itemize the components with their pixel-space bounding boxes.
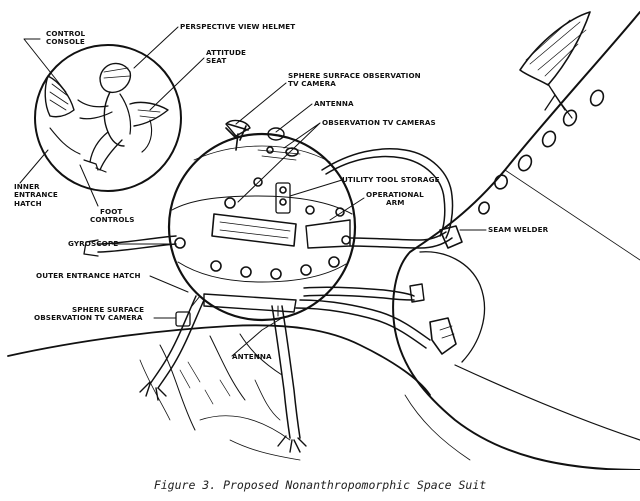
label-utility-tool-storage: UTILITY TOOL STORAGE xyxy=(342,175,440,184)
sphere-body xyxy=(167,119,357,322)
label-seam-welder: SEAM WELDER xyxy=(488,225,549,234)
label-perspective-view-helmet: PERSPECTIVE VIEW HELMET xyxy=(180,22,296,31)
label-antenna-top: ANTENNA xyxy=(314,99,354,108)
label-sphere-surface-observation-bottom: SPHERE SURFACE OBSERVATION TV CAMERA xyxy=(34,305,145,323)
figure-caption: Figure 3. Proposed Nonanthropomorphic Sp… xyxy=(153,478,487,492)
label-inner-entrance-hatch: INNER ENTRANCE HATCH xyxy=(14,182,58,208)
operational-arms xyxy=(83,148,463,355)
label-antenna-bottom: ANTENNA xyxy=(232,352,272,361)
label-outer-entrance-hatch: OUTER ENTRANCE HATCH xyxy=(36,271,141,280)
label-control-console: CONTROL CONSOLE xyxy=(46,29,86,47)
label-foot-controls: FOOT CONTROLS xyxy=(90,207,135,225)
label-gyroscope: GYROSCOPE xyxy=(68,239,119,248)
dish-antenna xyxy=(519,11,591,119)
label-sphere-surface-observation-top: SPHERE SURFACE OBSERVATION TV CAMERA xyxy=(288,71,421,89)
planet-surface xyxy=(7,324,431,461)
sphere-legs xyxy=(139,295,307,453)
space-vehicle-hull xyxy=(392,11,640,470)
space-suit-illustration: CONTROL CONSOLE PERSPECTIVE VIEW HELMET … xyxy=(7,11,640,470)
label-operational-arm: OPERATIONAL ARM xyxy=(366,190,424,208)
leader-lines xyxy=(19,26,487,357)
label-attitude-seat: ATTITUDE SEAT xyxy=(206,48,247,66)
cutaway-inset xyxy=(34,44,182,192)
label-observation-tv-cameras: OBSERVATION TV CAMERAS xyxy=(322,118,436,127)
